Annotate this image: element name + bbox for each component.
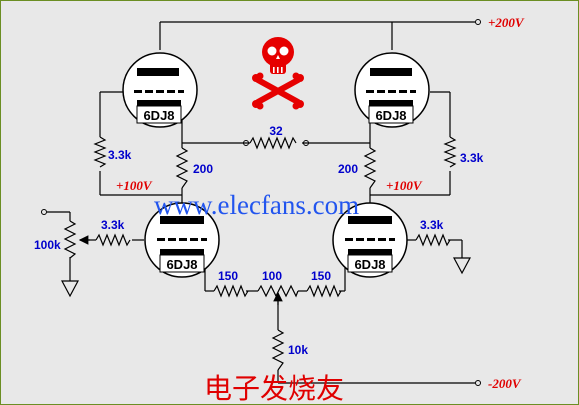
terminal-negative xyxy=(475,380,481,386)
tube-bottom-left: 6DJ8 xyxy=(144,202,220,278)
label-r-top-right-feedback: 3.3k xyxy=(460,151,484,165)
terminal-bridge-right xyxy=(303,140,309,146)
resistor-top-right-feedback xyxy=(443,136,457,168)
ground-left-icon xyxy=(61,280,79,298)
resistor-right-tail xyxy=(306,284,342,298)
resistor-tail xyxy=(271,329,285,371)
resistor-bridge xyxy=(249,136,297,150)
label-pot-balance: 100 xyxy=(262,269,282,283)
label-pot-input: 100k xyxy=(34,238,61,252)
potentiometer-balance xyxy=(257,284,299,298)
label-r-left-tail: 150 xyxy=(218,269,238,283)
label-supply-negative: -200V xyxy=(488,376,522,391)
terminal-positive xyxy=(475,19,481,25)
watermark-url: www.elecfans.com xyxy=(154,190,359,220)
tube-top-right-label: 6DJ8 xyxy=(375,108,406,123)
resistor-right-cathode xyxy=(363,147,377,189)
label-r-tail: 10k xyxy=(288,343,308,357)
resistor-left-grid xyxy=(95,233,131,247)
label-r-right-grid: 3.3k xyxy=(420,218,444,232)
label-r-right-tail: 150 xyxy=(311,269,331,283)
resistor-left-tail xyxy=(213,284,249,298)
terminal-input xyxy=(41,209,47,215)
tube-bottom-left-label: 6DJ8 xyxy=(166,257,197,272)
label-r-left-cathode: 200 xyxy=(193,162,213,176)
watermark-site-name: 电子发烧友 xyxy=(204,372,344,405)
resistor-right-grid xyxy=(415,233,451,247)
tube-bottom-right-label: 6DJ8 xyxy=(354,257,385,272)
terminal-bridge-left xyxy=(243,140,249,146)
skull-crossbones-icon xyxy=(252,37,304,110)
label-r-bridge: 32 xyxy=(269,124,283,138)
label-r-left-grid: 3.3k xyxy=(101,218,125,232)
label-supply-positive: +200V xyxy=(488,15,525,30)
label-node-right: +100V xyxy=(386,178,423,193)
resistor-left-cathode xyxy=(175,147,189,189)
tube-bottom-right: 6DJ8 xyxy=(332,202,408,278)
label-r-top-left-feedback: 3.3k xyxy=(108,148,132,162)
resistor-top-left-feedback xyxy=(93,136,107,168)
tube-top-right: 6DJ8 xyxy=(354,52,430,128)
ground-right-icon xyxy=(453,257,471,275)
tube-top-left: 6DJ8 xyxy=(122,52,198,128)
potentiometer-input xyxy=(63,220,77,259)
label-r-right-cathode: 200 xyxy=(338,162,358,176)
tube-top-left-label: 6DJ8 xyxy=(143,108,174,123)
label-node-left: +100V xyxy=(116,178,153,193)
